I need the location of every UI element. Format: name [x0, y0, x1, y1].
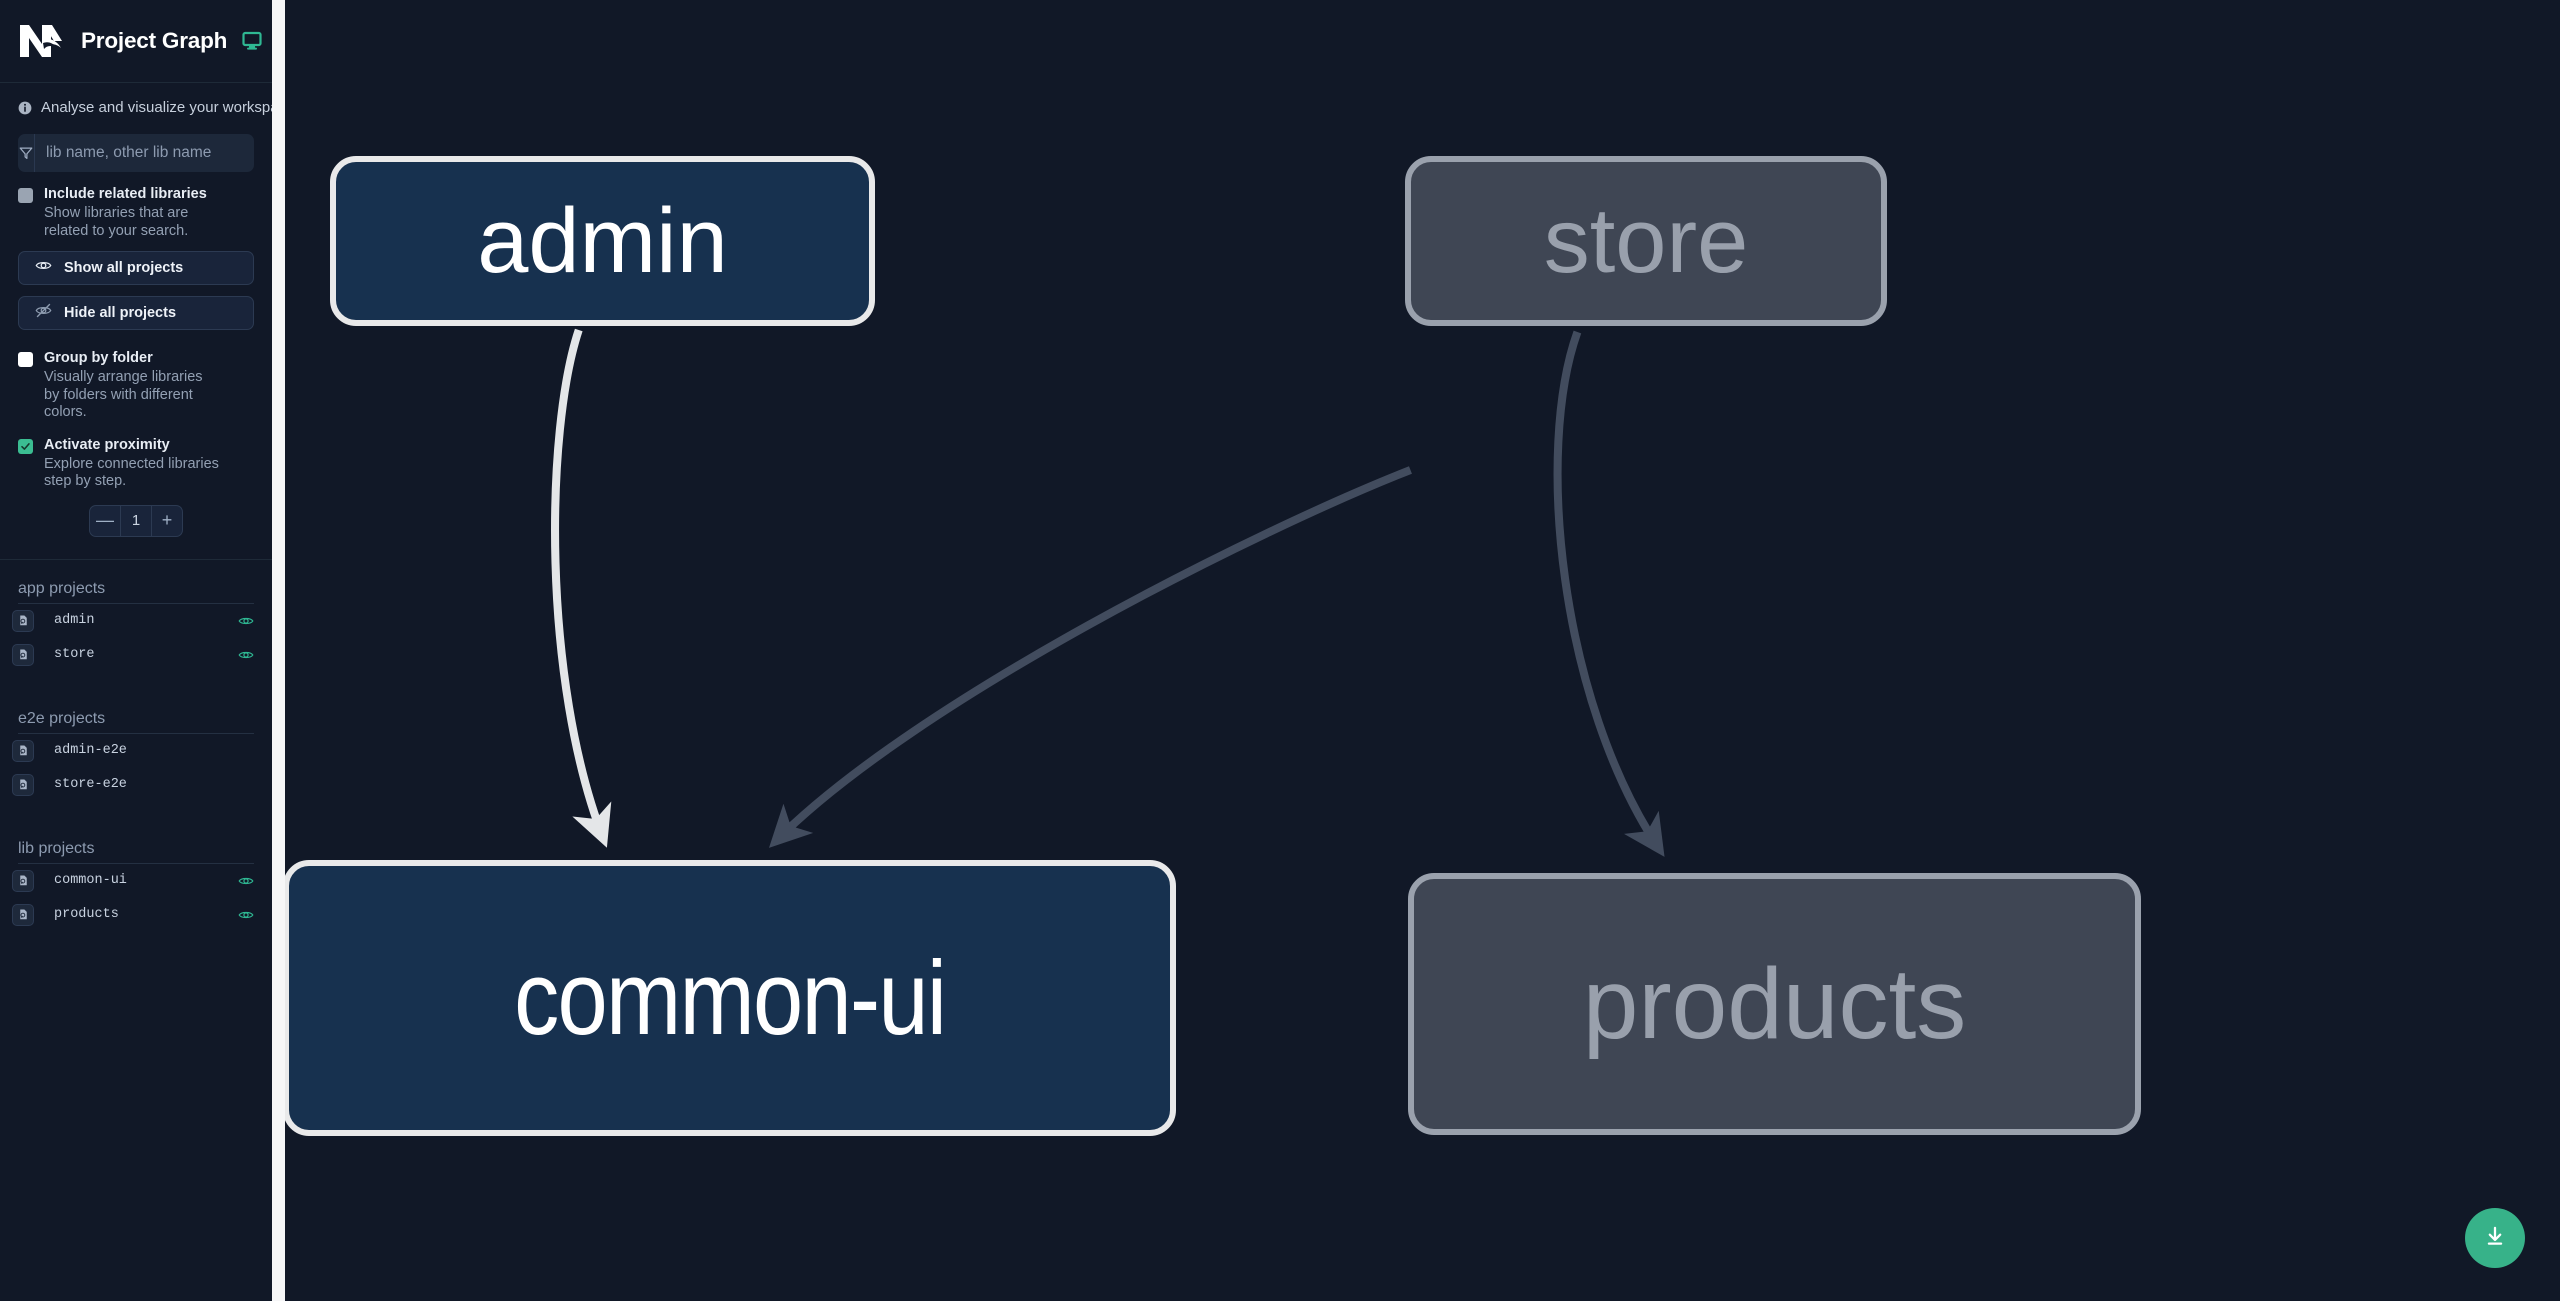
project-file-icon [12, 739, 34, 762]
download-graph-button[interactable] [2465, 1208, 2525, 1268]
project-list-item[interactable]: store [0, 638, 272, 672]
search-field[interactable] [18, 134, 254, 172]
eye-placeholder [238, 743, 254, 759]
sidebar-header: Project Graph [0, 0, 272, 83]
graph-edges [551, 328, 1665, 857]
option-label: Group by folder [44, 350, 153, 366]
option-label: Activate proximity [44, 436, 170, 453]
eye-on-icon[interactable] [238, 613, 254, 629]
graph-node-products[interactable]: products [1408, 873, 2141, 1135]
edge-store-to-common-ui [768, 466, 1412, 848]
visibility-buttons: Show all projects Hide all projects [0, 251, 272, 330]
group-spacer [0, 672, 272, 690]
project-name: admin-e2e [54, 743, 127, 758]
graph-node-common-ui[interactable]: common-ui [283, 860, 1176, 1136]
filter-icon [18, 134, 35, 172]
eye-placeholder [238, 777, 254, 793]
option-description: Show libraries that are related to your … [44, 205, 189, 239]
project-name: store-e2e [54, 777, 127, 792]
project-file-icon [12, 773, 34, 796]
graph-node-store[interactable]: store [1405, 156, 1887, 326]
project-name: store [54, 647, 95, 662]
project-list-item[interactable]: store-e2e [0, 768, 272, 802]
option-description: Explore connected libraries step by step… [44, 455, 219, 490]
eye-icon [35, 257, 52, 279]
show-all-projects-label: Show all projects [64, 260, 184, 276]
checkbox-group-by-folder[interactable] [18, 352, 33, 367]
hide-all-projects-button[interactable]: Hide all projects [18, 296, 254, 330]
edge-store-to-products [1553, 330, 1665, 857]
option-activate-proximity[interactable]: Activate proximity Explore connected lib… [0, 422, 272, 491]
checkbox-activate-proximity[interactable] [18, 438, 33, 454]
project-list-item[interactable]: common-ui [0, 864, 272, 898]
sidebar-scrollbar[interactable] [272, 0, 285, 1301]
group-spacer [0, 802, 272, 820]
proximity-decrement-button[interactable]: — [96, 510, 114, 530]
edge-admin-to-common-ui [551, 328, 612, 848]
graph-node-label: admin [477, 190, 728, 292]
project-list-item[interactable]: products [0, 898, 272, 932]
sidebar-divider [0, 558, 272, 560]
project-group-divider [18, 602, 254, 604]
download-icon [2482, 1223, 2508, 1254]
project-file-icon [12, 903, 34, 926]
project-group-divider [18, 862, 254, 864]
project-list-item[interactable]: admin [0, 604, 272, 638]
eye-on-icon[interactable] [238, 873, 254, 889]
eye-on-icon[interactable] [238, 647, 254, 663]
project-name: products [54, 907, 119, 922]
monitor-icon[interactable] [241, 30, 263, 52]
project-file-icon [12, 609, 34, 632]
graph-node-label: common-ui [513, 939, 947, 1057]
graph-node-label: products [1582, 948, 1967, 1060]
graph-canvas[interactable]: admin store common-ui products [272, 0, 2560, 1301]
search-input[interactable] [35, 134, 254, 172]
project-group-divider [18, 732, 254, 734]
project-group-title: app projects [18, 579, 106, 597]
eye-off-icon [35, 302, 52, 324]
proximity-increment-button[interactable]: + [161, 510, 173, 530]
project-groups: app projects admin store e2e projects ad… [0, 560, 272, 932]
checkbox-include-related-libraries[interactable] [18, 188, 33, 203]
eye-on-icon[interactable] [238, 907, 254, 923]
info-icon [18, 101, 32, 115]
graph-node-admin[interactable]: admin [330, 156, 875, 326]
project-file-icon [12, 869, 34, 892]
tagline-text: Analyse and visualize your workspace. [41, 99, 272, 116]
graph-node-label: store [1543, 190, 1749, 292]
project-group-title: e2e projects [18, 709, 106, 727]
project-list-item[interactable]: admin-e2e [0, 734, 272, 768]
project-name: admin [54, 613, 95, 628]
proximity-value: 1 [120, 505, 152, 536]
sidebar: Project Graph Analyse and visualize your… [0, 0, 272, 1301]
show-all-projects-button[interactable]: Show all projects [18, 251, 254, 285]
project-group-title: lib projects [18, 839, 95, 857]
project-file-icon [12, 643, 34, 666]
sidebar-tagline: Analyse and visualize your workspace. [0, 83, 272, 130]
option-group-by-folder[interactable]: Group by folder Visually arrange librari… [0, 330, 272, 422]
hide-all-projects-label: Hide all projects [64, 305, 177, 321]
option-label: Include related libraries [44, 186, 207, 202]
page-title: Project Graph [81, 28, 228, 53]
project-name: common-ui [54, 873, 127, 888]
option-include-related-libraries[interactable]: Include related libraries Show libraries… [0, 172, 272, 240]
nx-logo [18, 21, 64, 61]
proximity-stepper[interactable]: — 1 + [89, 504, 183, 537]
option-description: Visually arrange libraries by folders wi… [44, 369, 203, 420]
